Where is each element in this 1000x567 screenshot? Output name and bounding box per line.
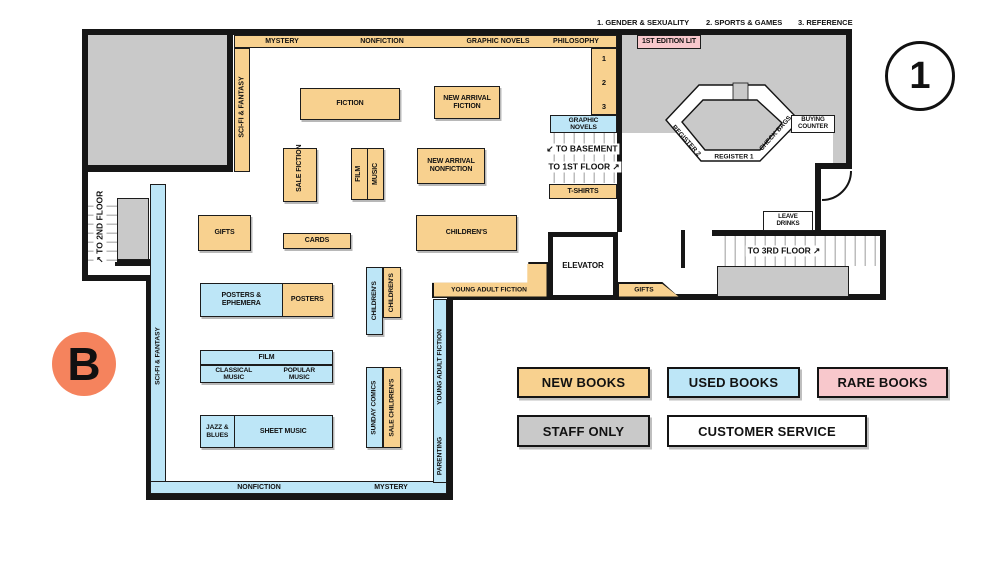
first-edition-lit-display: 1ST EDITION LIT: [637, 35, 701, 49]
to-3rd-floor-label: TO 3RD FLOOR ↗: [745, 245, 823, 257]
wall: [815, 163, 821, 231]
wall: [82, 275, 152, 281]
register1-label: REGISTER 1: [714, 153, 754, 161]
gifts-corridor-label: GIFTS: [634, 286, 654, 294]
register-area: [622, 35, 846, 163]
wall: [115, 259, 155, 266]
childrens-new-strip: CHILDREN'S: [383, 267, 401, 318]
staff-area: [88, 35, 227, 165]
shelf-mystery: MYSTERY: [265, 38, 299, 46]
sale-fiction-display: SALE FICTION: [283, 145, 317, 202]
staff-area-small: [117, 198, 149, 260]
bottom-used-band: [150, 481, 447, 494]
shelf-nonfiction: NONFICTION: [360, 38, 404, 46]
wall: [82, 29, 852, 35]
to-1st-floor-label: TO 1ST FLOOR ↗: [546, 161, 622, 173]
posters-display: POSTERS & EPHEMERA POSTERS: [200, 283, 333, 317]
jazz-blues-cell: JAZZ & BLUES: [201, 416, 235, 447]
wall: [227, 35, 233, 172]
film-used-display: FILM: [200, 350, 333, 365]
posters-cell: POSTERS: [282, 284, 332, 316]
nonfiction-used-label: NONFICTION: [237, 484, 281, 492]
wall: [681, 230, 685, 268]
shelf-band-left: [234, 48, 250, 172]
scifi-used-label: SCI-FI & FANTASY: [154, 327, 162, 385]
posters-ephemera-cell: POSTERS & EPHEMERA: [201, 284, 283, 316]
to-basement-label: ↙ TO BASEMENT: [544, 143, 620, 155]
stairs-landing: [717, 266, 849, 297]
shelf-scifi-fantasy: SCI-FI & FANTASY: [238, 76, 246, 138]
legend-rare-books: RARE BOOKS: [817, 367, 948, 398]
shelf-graphic-novels: GRAPHIC NOVELS: [466, 38, 530, 46]
category-index-1: 1. GENDER & SEXUALITY: [597, 18, 690, 27]
legend-customer-service: CUSTOMER SERVICE: [667, 415, 867, 447]
category-index-2: 2. SPORTS & GAMES: [706, 18, 783, 27]
wall: [146, 275, 152, 500]
ya-used-band: [433, 299, 447, 483]
wall: [617, 29, 622, 232]
music-cell: MUSIC: [371, 162, 379, 186]
category-index-3: 3. REFERENCE: [798, 18, 853, 27]
ya-vertical-label: YOUNG ADULT FICTION: [436, 329, 444, 405]
aisle-number-1: 1: [601, 53, 607, 63]
sheet-music-cell: SHEET MUSIC: [259, 427, 307, 435]
sunday-comics-strip: SUNDAY COMICS: [366, 367, 383, 448]
graphic-novels-used-shelf: GRAPHIC NOVELS: [550, 115, 617, 133]
childrens-display: CHILDREN'S: [416, 215, 517, 251]
elevator: ELEVATOR: [548, 232, 618, 300]
wall: [82, 29, 88, 281]
leave-drinks-sign: LEAVE DRINKS: [763, 211, 813, 231]
shelf-philosophy: PHILOSOPHY: [553, 38, 599, 46]
wall: [146, 494, 453, 500]
classical-music-cell: CLASSICAL MUSIC: [215, 366, 253, 381]
film-cell: FILM: [352, 149, 368, 199]
mystery-used-label: MYSTERY: [374, 484, 408, 492]
legend-used-books: USED BOOKS: [667, 367, 800, 398]
floor-number-badge: 1: [885, 41, 955, 111]
wall: [447, 294, 453, 500]
buying-counter: BUYING COUNTER: [791, 115, 835, 133]
legend-new-books: NEW BOOKS: [517, 367, 650, 398]
sale-childrens-strip: SALE CHILDREN'S: [383, 367, 401, 448]
new-arrival-nonfiction-display: NEW ARRIVAL NONFICTION: [417, 148, 485, 184]
shelf-band-top: [234, 35, 617, 48]
childrens-used-strip: CHILDREN'S: [366, 267, 383, 335]
jazz-sheet-display: JAZZ & BLUES SHEET MUSIC: [200, 415, 333, 448]
new-arrival-fiction-display: NEW ARRIVAL FICTION: [434, 86, 500, 119]
wall: [815, 163, 852, 169]
music-used-display: CLASSICAL MUSIC POPULAR MUSIC: [200, 365, 333, 383]
cards-display: CARDS: [283, 233, 351, 249]
wall: [85, 165, 233, 172]
popular-music-cell: POPULAR MUSIC: [283, 366, 316, 381]
wall: [712, 230, 886, 236]
wall: [880, 230, 886, 300]
gifts-display: GIFTS: [198, 215, 251, 251]
film-music-display: FILM MUSIC: [351, 148, 384, 200]
building-badge: B: [52, 332, 116, 396]
to-2nd-floor-label: ↗ TO 2ND FLOOR: [93, 188, 107, 266]
aisle-number-2: 2: [601, 77, 607, 87]
ya-fiction-label: YOUNG ADULT FICTION: [451, 286, 527, 294]
parenting-label: PARENTING: [436, 436, 444, 476]
aisle-number-3: 3: [601, 101, 607, 111]
stairs-to-basement: [545, 133, 617, 183]
legend-staff-only: STAFF ONLY: [517, 415, 650, 447]
tshirts-display: T-SHIRTS: [549, 184, 617, 199]
gifts-shelf: [618, 283, 679, 297]
wall: [846, 29, 852, 169]
fiction-display: FICTION: [300, 88, 400, 120]
shelf-band-right: [591, 48, 617, 115]
